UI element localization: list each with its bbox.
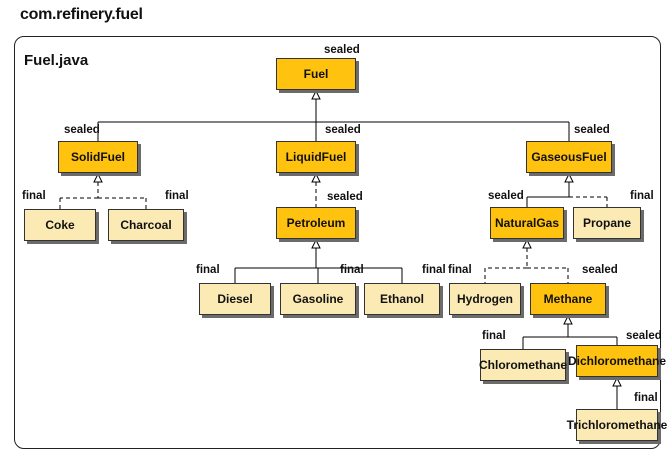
class-box-ethanol: Ethanol [364,283,440,315]
class-box-petroleum: Petroleum [276,207,356,239]
class-box-liquid: LiquidFuel [276,141,356,173]
file-name: Fuel.java [24,52,89,69]
inheritance-arrow-naturalgas [522,238,532,249]
inheritance-arrow-petroleum [311,238,321,249]
class-box-naturalgas: NaturalGas [490,207,564,239]
modifier-naturalgas: sealed [488,190,524,202]
modifier-diesel: final [196,264,220,276]
inheritance-arrow-dichloromethane [612,376,622,387]
class-box-fuel: Fuel [276,58,356,90]
modifier-hydrogen: final [448,264,472,276]
class-box-trichloromethane: Trichloromethane [567,409,667,441]
modifier-methane: sealed [582,264,618,276]
class-box-chloromethane: Chloromethane [479,349,567,381]
modifier-gaseous: sealed [574,124,610,136]
modifier-solid: sealed [64,124,100,136]
modifier-ethanol: final [422,264,446,276]
modifier-gasoline: final [340,264,364,276]
modifier-dichloromethane: sealed [626,330,662,342]
class-box-propane: Propane [573,207,641,239]
class-box-charcoal: Charcoal [108,209,184,241]
modifier-propane: final [630,190,654,202]
class-box-dichloromethane: Dichloromethane [568,345,666,377]
class-box-gasoline: Gasoline [280,283,356,315]
file-frame [14,36,661,449]
class-box-methane: Methane [530,283,606,315]
inheritance-arrow-liquid [311,172,321,183]
modifier-petroleum: sealed [327,191,363,203]
class-box-diesel: Diesel [199,283,271,315]
inheritance-arrow-methane [563,314,573,325]
class-box-gaseous: GaseousFuel [526,141,612,173]
class-box-coke: Coke [24,209,96,241]
modifier-liquid: sealed [325,124,361,136]
class-box-hydrogen: Hydrogen [449,283,521,315]
class-box-solid: SolidFuel [58,141,138,173]
modifier-trichloromethane: final [634,392,658,404]
package-name: com.refinery.fuel [20,6,143,23]
inheritance-arrow-fuel [311,89,321,100]
modifier-coke: final [22,190,46,202]
modifier-chloromethane: final [482,330,506,342]
modifier-charcoal: final [165,190,189,202]
inheritance-arrow-gaseous [564,172,574,183]
modifier-fuel: sealed [324,44,360,56]
inheritance-arrow-solid [93,172,103,183]
